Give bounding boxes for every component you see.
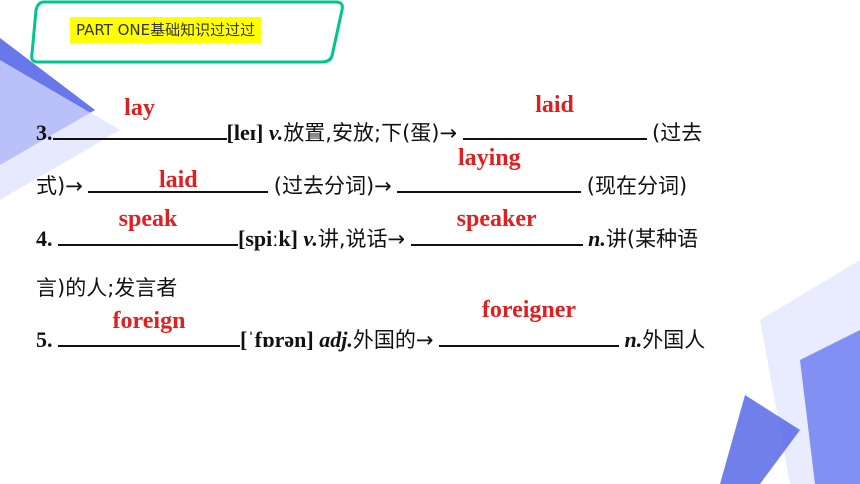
meaning-2: 讲(某种语: [605, 227, 699, 251]
part-of-speech: adj.: [319, 327, 353, 352]
section-title: PART ONE基础知识过过过: [70, 17, 262, 43]
part-of-speech-2: n.: [588, 226, 606, 251]
answer-blank-foreign[interactable]: foreign: [58, 308, 240, 347]
item-number: 5.: [36, 327, 53, 352]
answer-lay: lay: [124, 95, 155, 121]
answer-blank-laid[interactable]: laid: [462, 92, 647, 140]
answer-blank-lay[interactable]: lay: [52, 95, 227, 140]
tense-note: (过去: [652, 121, 703, 145]
part-of-speech: v.: [303, 226, 318, 251]
exercise-line-3-cont: 式)→ laid (过去分词)→ laying (现在分词): [36, 145, 688, 206]
answer-speaker: speaker: [456, 206, 537, 232]
exercise-line-5: 5. foreign [ˈfɒrən] adj.外国的→ foreigner n.…: [36, 297, 706, 360]
answer-blank-speak[interactable]: speak: [58, 206, 238, 246]
answer-foreign: foreign: [112, 308, 186, 334]
right-blue-shape: [800, 330, 860, 484]
exercise-line-3: 3. lay [leɪ] v.放置,安放;下(蛋)→ laid (过去: [36, 92, 703, 153]
item-number: 4.: [36, 226, 53, 251]
meaning: 外国的→: [352, 328, 434, 352]
part-of-speech: v.: [268, 120, 284, 145]
answer-speak: speak: [118, 206, 178, 232]
past-participle-note: (过去分词)→: [273, 174, 392, 198]
meaning-cont: 言)的人;发言者: [36, 276, 178, 300]
right-blue-triangle: [720, 395, 800, 484]
exercise-line-4-cont: 言)的人;发言者: [36, 268, 177, 308]
left-lilac-triangle: [0, 60, 120, 200]
answer-foreigner: foreigner: [481, 297, 577, 323]
answer-laying: laying: [457, 145, 521, 171]
exercise-line-4: 4. speak [spiːk] v.讲,说话→ speaker n.讲(某种语: [36, 206, 699, 259]
phonetic: [leɪ]: [226, 120, 264, 145]
answer-laid-2: laid: [158, 167, 198, 193]
phonetic: [ˈfɒrən]: [240, 327, 314, 352]
meaning: 放置,安放;下(蛋)→: [283, 121, 458, 145]
answer-blank-laying[interactable]: laying: [397, 145, 582, 193]
meaning: 讲,说话→: [317, 227, 406, 251]
item-number: 3.: [36, 120, 53, 145]
present-participle-note: (现在分词): [586, 174, 688, 198]
tense-note-cont: 式)→: [36, 174, 83, 198]
part-of-speech-2: n.: [624, 327, 643, 352]
phonetic: [spiːk]: [238, 226, 298, 251]
answer-blank-speaker[interactable]: speaker: [410, 206, 583, 246]
answer-blank-foreigner[interactable]: foreigner: [438, 297, 619, 347]
answer-laid: laid: [535, 92, 574, 118]
meaning-2: 外国人: [642, 328, 706, 352]
answer-blank-laid-2[interactable]: laid: [88, 167, 269, 193]
